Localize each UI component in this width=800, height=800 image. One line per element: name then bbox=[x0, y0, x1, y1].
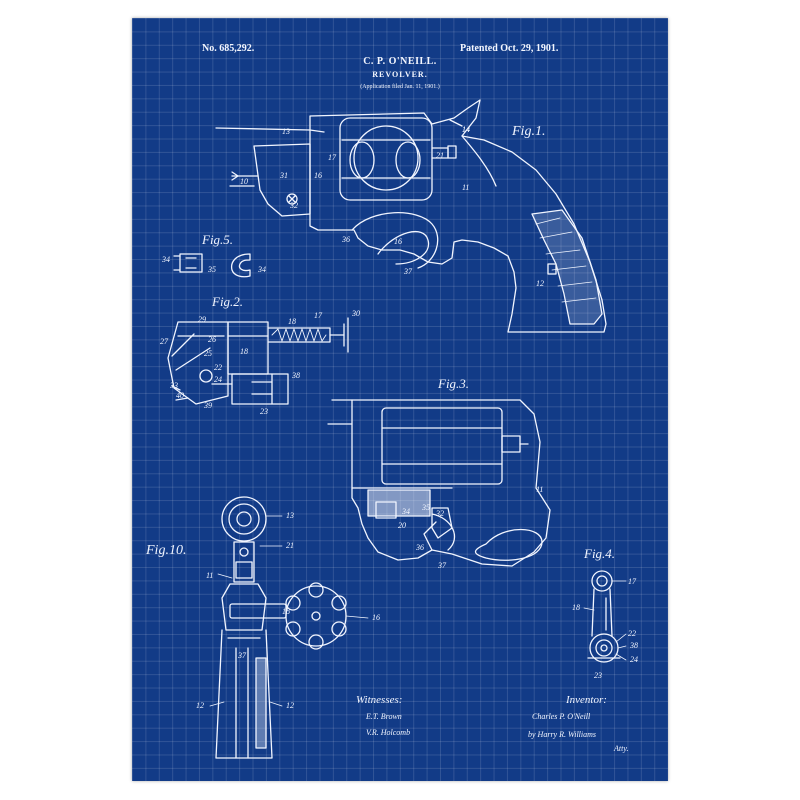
ref-numeral: 21 bbox=[436, 151, 444, 160]
blueprint-poster: No. 685,292. Patented Oct. 29, 1901. C. … bbox=[132, 18, 668, 781]
patent-date: Patented Oct. 29, 1901. bbox=[460, 43, 559, 54]
ref-numeral: 24 bbox=[630, 655, 638, 664]
ref-numeral: 16 bbox=[394, 237, 402, 246]
ref-numeral: 27 bbox=[160, 337, 169, 346]
ref-numeral: 36 bbox=[341, 235, 350, 244]
fig5-drawing bbox=[174, 254, 250, 277]
ref-numeral: 10 bbox=[240, 177, 248, 186]
ref-numeral: 37 bbox=[437, 561, 447, 570]
ref-numeral: 18 bbox=[288, 317, 296, 326]
witnesses-heading: Witnesses: bbox=[356, 694, 403, 706]
ref-numeral: 36 bbox=[415, 543, 424, 552]
fig4-drawing bbox=[588, 571, 620, 662]
patent-drawings: Fig.1. Fig.5. Fig.2. bbox=[145, 18, 638, 781]
ref-numeral: 18 bbox=[572, 603, 580, 612]
ref-numeral: 32 bbox=[435, 509, 444, 518]
ref-numeral: 11 bbox=[206, 571, 213, 580]
ref-numeral: 12 bbox=[286, 701, 294, 710]
ref-numeral: 17 bbox=[314, 311, 323, 320]
inventor-signature: Charles P. O'Neill bbox=[532, 712, 591, 721]
fig4-label: Fig.4. bbox=[583, 546, 615, 561]
ref-numeral: 35 bbox=[421, 503, 430, 512]
ref-numeral: 23 bbox=[260, 407, 268, 416]
fig2-label: Fig.2. bbox=[211, 294, 243, 309]
ref-numeral: 30 bbox=[351, 309, 360, 318]
ref-numeral: 34 bbox=[161, 255, 170, 264]
ref-numeral: 18 bbox=[282, 607, 290, 616]
inventor-name: C. P. O'NEILL. bbox=[363, 56, 437, 67]
ref-numeral: 32 bbox=[289, 201, 298, 210]
ref-numeral: 23 bbox=[594, 671, 602, 680]
ref-numeral: 31 bbox=[279, 171, 288, 180]
ref-numeral: 12 bbox=[536, 279, 544, 288]
ref-numeral: 40 bbox=[176, 391, 184, 400]
ref-numeral: 12 bbox=[196, 701, 204, 710]
ref-numeral: 34 bbox=[401, 507, 410, 516]
fig3-label: Fig.3. bbox=[437, 376, 469, 391]
ref-numeral: 34 bbox=[257, 265, 266, 274]
attorney-signature: by Harry R. Williams bbox=[528, 730, 596, 739]
ref-numeral: 17 bbox=[628, 577, 637, 586]
ref-numeral: 21 bbox=[286, 541, 294, 550]
ref-numeral: 33 bbox=[169, 381, 178, 390]
ref-numeral: 39 bbox=[203, 401, 212, 410]
ref-numeral: 29 bbox=[198, 315, 206, 324]
inventor-heading: Inventor: bbox=[566, 694, 607, 706]
ref-numeral: 18 bbox=[240, 347, 248, 356]
ref-numeral: 24 bbox=[214, 375, 222, 384]
ref-numeral: 14 bbox=[462, 125, 470, 134]
fig3-drawing bbox=[328, 400, 550, 566]
application-note: (Application filed Jan. 11, 1901.) bbox=[360, 84, 440, 90]
ref-numeral: 16 bbox=[314, 171, 322, 180]
fig1-revolver-drawing bbox=[216, 100, 606, 332]
ref-numeral: 26 bbox=[208, 335, 216, 344]
ref-numeral: 13 bbox=[286, 511, 294, 520]
ref-numeral: 16 bbox=[372, 613, 380, 622]
ref-numeral: 20 bbox=[398, 521, 406, 530]
ref-numeral: 14 bbox=[462, 125, 470, 134]
fig5-label: Fig.5. bbox=[201, 232, 233, 247]
ref-numeral: 13 bbox=[282, 127, 290, 136]
ref-numeral: 38 bbox=[291, 371, 300, 380]
ref-numeral: 35 bbox=[207, 265, 216, 274]
ref-numeral: 37 bbox=[403, 267, 413, 276]
attorney-label: Atty. bbox=[614, 744, 629, 753]
patent-number: No. 685,292. bbox=[202, 43, 255, 54]
ref-numeral: 11 bbox=[536, 485, 543, 494]
fig2-drawing bbox=[168, 318, 348, 404]
ref-numeral: 22 bbox=[628, 629, 636, 638]
ref-numeral: 25 bbox=[204, 349, 212, 358]
fig10-label: Fig.10. bbox=[145, 543, 186, 558]
witness-signature-1: E.T. Brown bbox=[366, 712, 402, 721]
ref-numeral: 22 bbox=[214, 363, 222, 372]
fig1-label: Fig.1. bbox=[511, 124, 545, 139]
witness-signature-2: V.R. Holcomb bbox=[366, 728, 411, 737]
invention-title: REVOLVER. bbox=[372, 70, 428, 79]
ref-numeral: 38 bbox=[629, 641, 638, 650]
ref-numeral: 17 bbox=[328, 153, 337, 162]
fig10-drawing bbox=[216, 497, 346, 758]
ref-numeral: 11 bbox=[462, 183, 469, 192]
ref-numeral: 37 bbox=[237, 651, 247, 660]
